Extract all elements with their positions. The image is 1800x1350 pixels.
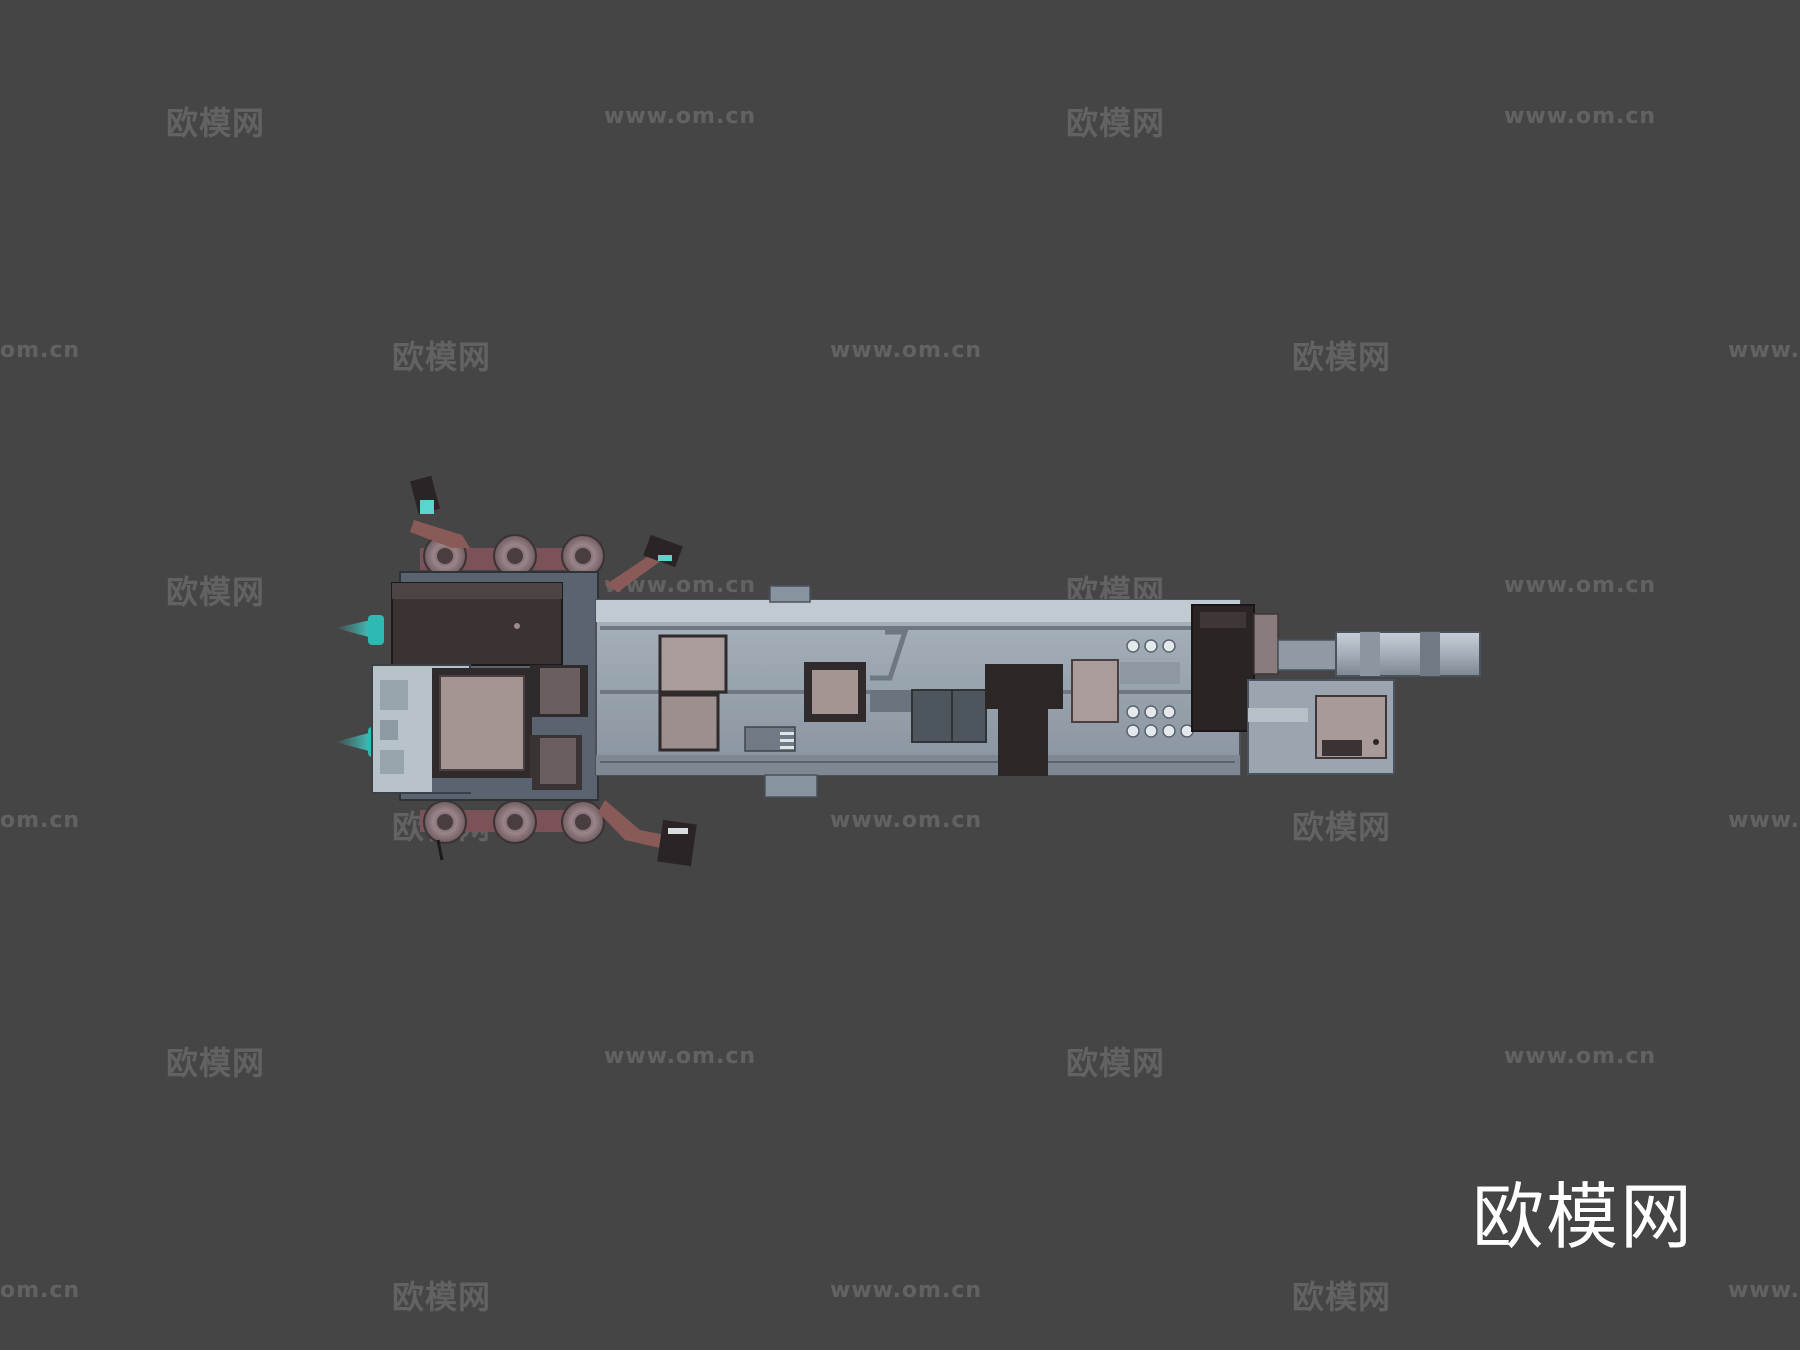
watermark-site: www.om.cn bbox=[830, 1278, 983, 1303]
watermark-site: www.om.cn bbox=[604, 104, 757, 129]
thruster-glow-top bbox=[335, 615, 384, 645]
watermark-site: www.om.cn bbox=[830, 338, 983, 363]
vent-grid-bottom bbox=[1126, 705, 1194, 738]
watermark-site-partial: om.cn bbox=[0, 808, 81, 833]
watermark-site-partial: om.cn bbox=[0, 1278, 81, 1303]
watermark-site: www.om.cn bbox=[1504, 104, 1657, 129]
watermark-site-partial: om.cn bbox=[0, 338, 81, 363]
watermark-brand: 欧模网 bbox=[1066, 1044, 1166, 1082]
cannon-assembly bbox=[1191, 604, 1481, 775]
watermark-brand: 欧模网 bbox=[392, 1278, 492, 1316]
watermark-site: www.om.cn bbox=[1504, 573, 1657, 598]
watermark-site: www.om.cn bbox=[1504, 1044, 1657, 1069]
watermark-brand: 欧模网 bbox=[1292, 808, 1392, 846]
rear-engine-block bbox=[371, 571, 599, 801]
watermark-brand: 欧模网 bbox=[392, 338, 492, 376]
vent-grid-top bbox=[1126, 639, 1176, 653]
watermark-brand: 欧模网 bbox=[166, 1044, 266, 1082]
watermark-site-partial: www. bbox=[1728, 1278, 1800, 1303]
landing-gear-bottom bbox=[420, 800, 697, 867]
watermark-brand: 欧模网 bbox=[1292, 1278, 1392, 1316]
corner-brand-logo: 欧模网 bbox=[1472, 1175, 1695, 1259]
watermark-brand: 欧模网 bbox=[166, 573, 266, 611]
watermark-site-partial: www. bbox=[1728, 338, 1800, 363]
watermark-site: www.om.cn bbox=[604, 1044, 757, 1069]
main-hull bbox=[595, 585, 1241, 798]
watermark-site: www.om.cn bbox=[830, 808, 983, 833]
watermark-brand: 欧模网 bbox=[1066, 104, 1166, 142]
landing-gear-top bbox=[409, 475, 683, 592]
watermark-brand: 欧模网 bbox=[1292, 338, 1392, 376]
watermark-site-partial: www. bbox=[1728, 808, 1800, 833]
watermark-brand: 欧模网 bbox=[166, 104, 266, 142]
